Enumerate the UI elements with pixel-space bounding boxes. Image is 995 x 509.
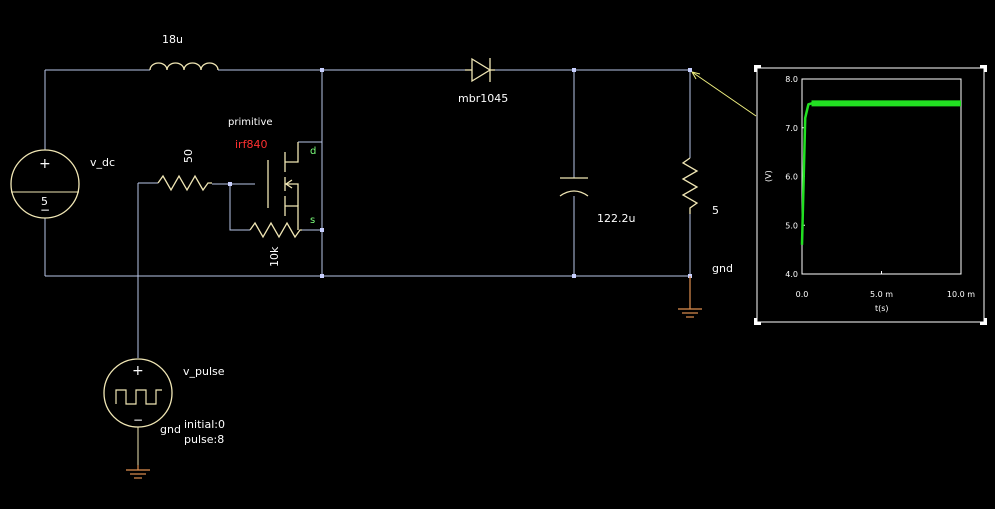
plot-y-tick-label: 6.0 — [785, 173, 798, 182]
vpulse-plus-sign: + — [132, 363, 144, 379]
dc-voltage-source[interactable] — [10, 135, 80, 219]
vpulse-pulse-label: pulse:8 — [184, 433, 224, 446]
plot-x-tick-label: 10.0 m — [947, 290, 975, 299]
wire-gate-to-pulldown[interactable] — [229, 184, 250, 231]
vpulse-name-label: v_pulse — [183, 365, 225, 378]
vdc-value-label: 5 — [41, 195, 48, 208]
plot-y-tick-label: 5.0 — [785, 221, 798, 230]
node-dot — [320, 228, 324, 232]
ground-symbol-pulse — [126, 465, 150, 479]
vdc-minus-sign: − — [40, 203, 50, 217]
capacitor-value-label: 122.2u — [597, 212, 635, 225]
plot-y-tick-label: 8.0 — [785, 75, 798, 84]
ground-net-label: gnd — [712, 262, 733, 275]
plot-y-axis-label: (V) — [764, 170, 773, 182]
vpulse-ground-label: gnd — [160, 423, 181, 436]
capacitor-122u[interactable] — [559, 177, 589, 197]
load-resistor-5[interactable] — [681, 157, 699, 214]
diode-model-label: mbr1045 — [458, 92, 508, 105]
plot-x-axis-label: t(s) — [875, 304, 889, 313]
plot-x-tick-label: 0.0 — [796, 290, 809, 299]
plot-x-tick-label: 5.0 m — [870, 290, 893, 299]
mosfet-source-pin-label: s — [310, 215, 315, 226]
node-dot — [688, 68, 692, 72]
pulldown-resistor-value-label: 10k — [268, 246, 281, 267]
diode-mbr1045[interactable] — [465, 57, 495, 83]
plot-y-tick-label: 7.0 — [785, 124, 798, 133]
ground-symbol-load — [678, 276, 702, 318]
node-dot — [572, 274, 576, 278]
node-dot — [320, 68, 324, 72]
mosfet-model-label: irf840 — [235, 138, 267, 151]
gate-resistor-50[interactable] — [157, 174, 212, 192]
vdc-plus-sign: + — [39, 156, 51, 172]
mosfet-drain-pin-label: d — [310, 146, 316, 157]
node-dot — [320, 274, 324, 278]
waveform-plot-window[interactable]: 4.0 5.0 6.0 7.0 8.0 0.0 5.0 m 10.0 m (V) t(s) — [754, 65, 987, 325]
plot-y-tick-label: 4.0 — [785, 270, 798, 279]
node-dot — [572, 68, 576, 72]
load-resistor-value-label: 5 — [712, 204, 719, 217]
gate-resistor-value-label: 50 — [182, 149, 195, 163]
inductor-value-label: 18u — [162, 33, 183, 46]
mosfet-irf840[interactable] — [267, 142, 299, 230]
pulldown-resistor-10k[interactable] — [249, 221, 302, 239]
inductor-18u[interactable] — [149, 62, 219, 71]
vdc-name-label: v_dc — [90, 156, 115, 169]
node-dot — [228, 182, 232, 186]
voltage-probe-line[interactable] — [691, 71, 757, 117]
vpulse-initial-label: initial:0 — [184, 418, 225, 431]
plot-selection-handles[interactable] — [754, 65, 987, 325]
mosfet-type-label: primitive — [228, 117, 273, 128]
vpulse-minus-sign: − — [133, 413, 143, 427]
pulse-voltage-source[interactable] — [103, 358, 173, 465]
